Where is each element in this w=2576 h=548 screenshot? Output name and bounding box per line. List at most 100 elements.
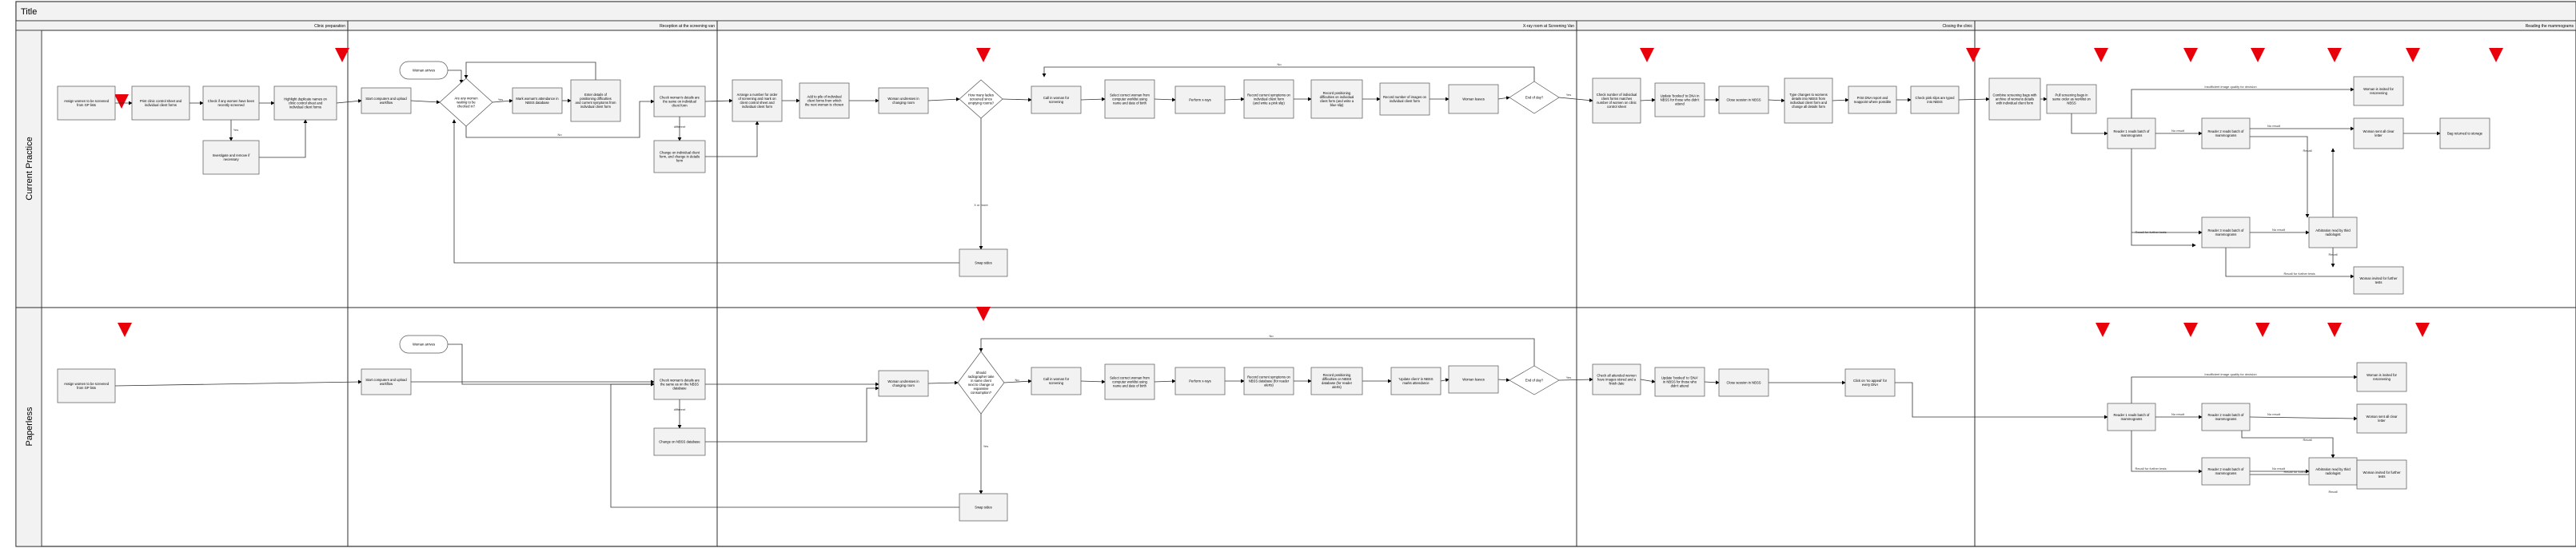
flow-node-p-change: Change on NBSS database	[653, 427, 706, 456]
flow-node-shape	[2353, 117, 2404, 149]
phase-label-closing-clinic: Closing the clinic	[1942, 24, 1972, 29]
flow-node-label: Woman leaves	[1462, 378, 1485, 382]
red-triangle-marker-icon	[1640, 48, 1654, 62]
flow-node-shape	[1174, 85, 1226, 114]
red-triangle-marker-icon	[335, 48, 349, 62]
flow-node-shape	[2201, 403, 2251, 431]
red-triangle-marker-icon	[2489, 48, 2503, 62]
connector-label: Recall	[2328, 252, 2337, 256]
flow-node-shape	[399, 61, 449, 80]
flow-connector	[1042, 66, 1535, 81]
flow-node-shape	[2201, 216, 2251, 248]
flow-connector	[259, 119, 308, 158]
flow-node-label: Swap sides	[975, 261, 991, 265]
flow-node-shape	[2201, 117, 2251, 149]
connector-label: No result	[2267, 124, 2281, 128]
flow-node-shape	[1104, 79, 1155, 119]
red-triangle-marker-icon	[114, 94, 129, 109]
diagram-title: Title	[21, 7, 37, 17]
red-triangle-marker-icon	[2183, 48, 2198, 62]
flow-node-label: End of day?	[1525, 96, 1544, 100]
connector-label: Yes	[1566, 93, 1572, 97]
connector-label: Yes	[983, 444, 989, 448]
flow-connector	[336, 98, 362, 104]
red-triangle-marker-icon	[976, 307, 991, 321]
flow-node-shape	[1243, 79, 1294, 119]
flow-connector	[1003, 379, 1032, 383]
connector-label: Yes	[233, 128, 239, 132]
flow-node-shape	[653, 368, 706, 400]
flow-node-shape	[439, 77, 493, 127]
flow-connector	[114, 379, 362, 387]
flow-node-shape	[1509, 81, 1560, 114]
flow-node-shape	[2201, 457, 2251, 486]
flow-node-shape	[570, 79, 621, 122]
flow-connector	[492, 98, 513, 103]
flow-node-shape	[1592, 77, 1641, 124]
flow-connector	[448, 69, 464, 84]
connector-label: No result	[2272, 228, 2286, 232]
connector-label: Insufficient image quality for decision	[2204, 372, 2256, 376]
flow-node-shape	[399, 335, 449, 354]
flow-connector	[2249, 416, 2358, 421]
flow-node-shape	[202, 140, 260, 175]
flow-connector	[1154, 379, 1176, 383]
red-triangle-marker-icon	[2094, 48, 2108, 62]
connector-label: No	[1269, 334, 1274, 338]
flow-node-shape	[2046, 84, 2097, 114]
flow-connector	[2131, 431, 2203, 474]
flow-node-p-endday: End of day?	[1509, 365, 1560, 395]
flow-node-shape	[1379, 82, 1430, 116]
flow-node-shape	[1310, 367, 1363, 395]
flow-connector	[1895, 382, 2108, 419]
connector-label: No result	[2272, 467, 2286, 471]
flow-connector	[1440, 378, 1449, 383]
flow-connector	[979, 338, 1535, 366]
flow-connector	[2250, 136, 2310, 218]
flow-node-p-swap: Swap sides	[959, 493, 1008, 522]
flow-node-shape	[1390, 367, 1442, 395]
connector-label: different	[674, 125, 686, 129]
flow-node-p-xray: Perform x-rays	[1174, 367, 1226, 395]
flow-node-shape	[878, 370, 929, 397]
flow-connector	[1497, 378, 1510, 383]
flow-node-shape	[1509, 365, 1560, 395]
